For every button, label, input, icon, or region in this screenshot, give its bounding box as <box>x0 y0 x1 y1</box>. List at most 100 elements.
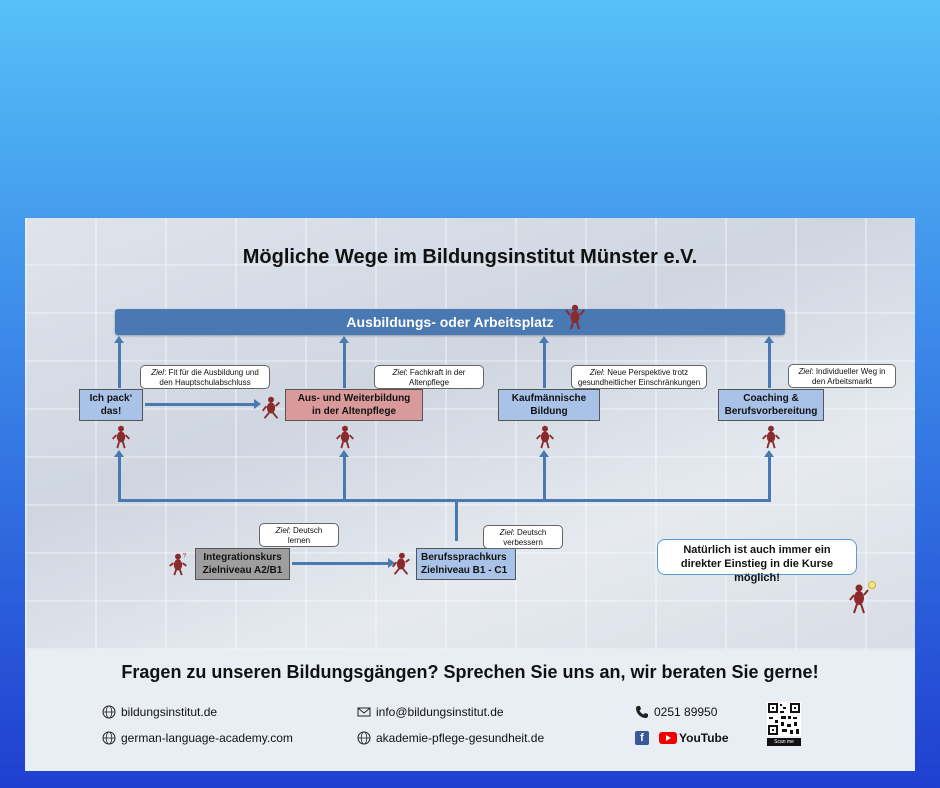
arrow-up-icon <box>539 336 549 343</box>
qr-code-icon[interactable] <box>767 702 801 736</box>
goal-bar-label: Ausbildungs- oder Arbeitsplatz <box>346 314 554 330</box>
globe-icon <box>102 731 116 745</box>
callout-text: : Deutsch <box>512 528 547 537</box>
box-label: Aus- und Weiterbildung <box>297 393 411 404</box>
goal-bar: Ausbildungs- oder Arbeitsplatz <box>115 309 785 335</box>
callout-text: : Fit für die Ausbildung und <box>164 368 259 377</box>
ziel-label: Ziel <box>798 367 812 376</box>
box-label: Zielniveau A2/B1 <box>202 565 283 576</box>
box-altenpflege: Aus- und Weiterbildung in der Altenpfleg… <box>285 389 423 421</box>
contact-web3[interactable]: akademie-pflege-gesundheit.de <box>357 731 544 745</box>
contact-text: bildungsinstitut.de <box>121 705 218 719</box>
figure-icon <box>336 425 354 449</box>
scan-me-label: Scan me <box>767 738 801 746</box>
facebook-icon[interactable]: f <box>635 731 649 745</box>
connector-line <box>292 562 390 565</box>
connector-line <box>343 342 346 388</box>
connector-line <box>768 342 771 388</box>
arrow-up-icon <box>539 450 549 457</box>
box-berufssprachkurs: Berufssprachkurs Zielniveau B1 - C1 <box>416 548 516 580</box>
footer-heading: Fragen zu unseren Bildungsgängen? Sprech… <box>121 662 819 682</box>
figure-icon <box>762 425 780 449</box>
connector-line <box>768 456 771 501</box>
ziel-label: Ziel <box>589 368 603 377</box>
callout-text: verbessern <box>503 538 543 547</box>
contact-phone[interactable]: 0251 89950 <box>635 705 717 719</box>
connector-line <box>543 456 546 501</box>
diagram-title: Mögliche Wege im Bildungsinstitut Münste… <box>242 246 698 268</box>
contact-text: german-language-academy.com <box>121 731 293 745</box>
box-label: Berufssprachkurs <box>421 552 507 563</box>
box-label: Integrationskurs <box>203 552 282 563</box>
box-label: Berufsvorbereitung <box>724 406 818 417</box>
arrow-up-icon <box>114 450 124 457</box>
arrow-right-icon <box>254 399 261 409</box>
globe-icon <box>102 705 116 719</box>
box-label: in der Altenpflege <box>311 406 397 417</box>
box-label: Kaufmännische <box>511 393 587 404</box>
globe-icon <box>357 731 371 745</box>
contact-email[interactable]: info@bildungsinstitut.de <box>357 705 504 719</box>
ziel-label: Ziel <box>275 526 289 535</box>
mail-icon <box>357 707 371 717</box>
callout-text: : Deutsch <box>288 526 323 535</box>
figure-icon <box>391 552 410 575</box>
connector-line <box>118 499 771 502</box>
connector-line <box>145 403 256 406</box>
direct-entry-callout: Natürlich ist auch immer ein direkter Ei… <box>657 539 857 584</box>
ziel-label: Ziel <box>392 368 406 377</box>
ziel-label: Ziel <box>151 368 165 377</box>
callout-text: : Neue Perspektive trotz <box>602 368 689 377</box>
contact-web1[interactable]: bildungsinstitut.de <box>102 705 217 719</box>
figure-icon <box>565 304 585 330</box>
connector-line <box>455 499 458 541</box>
box-label: Zielniveau B1 - C1 <box>421 565 508 576</box>
connector-line <box>343 456 346 501</box>
arrow-up-icon <box>764 450 774 457</box>
callout-text: Altenpflege <box>408 378 450 387</box>
youtube-label: YouTube <box>679 731 729 745</box>
figure-icon <box>536 425 554 449</box>
phone-icon <box>636 706 648 718</box>
box-ich-pack: Ich pack‘ das! <box>79 389 143 421</box>
arrow-up-icon <box>764 336 774 343</box>
connector-line <box>118 342 121 388</box>
contact-web2[interactable]: german-language-academy.com <box>102 731 293 745</box>
box-label: Ich pack‘ das! <box>89 393 133 417</box>
contact-text: info@bildungsinstitut.de <box>376 705 504 719</box>
callout-text: gesundheitlicher Einschränkungen <box>577 378 701 387</box>
box-kaufmaennisch: Kaufmännische Bildung <box>498 389 600 421</box>
contact-text: akademie-pflege-gesundheit.de <box>376 731 545 745</box>
info-panel: Mögliche Wege im Bildungsinstitut Münste… <box>25 218 915 771</box>
box-integrationskurs: Integrationskurs Zielniveau A2/B1 <box>195 548 290 580</box>
svg-text:?: ? <box>183 553 187 560</box>
callout-text: : Individueller Weg in <box>811 367 886 376</box>
social-links: f YouTube <box>635 731 729 745</box>
contact-text: 0251 89950 <box>654 705 718 719</box>
arrow-up-icon <box>114 336 124 343</box>
connector-line <box>118 456 121 501</box>
box-label: Coaching & <box>743 393 799 404</box>
box-label: Bildung <box>530 406 568 417</box>
ziel-label: Ziel <box>499 528 513 537</box>
box-coaching: Coaching & Berufsvorbereitung <box>718 389 824 421</box>
arrow-up-icon <box>339 450 349 457</box>
connector-line <box>543 342 546 388</box>
callout-text: : Fachkraft in der <box>405 368 466 377</box>
diagram-area: Mögliche Wege im Bildungsinstitut Münste… <box>25 218 915 650</box>
arrow-up-icon <box>339 336 349 343</box>
callout-text: lernen <box>287 536 311 545</box>
callout-text: den Hauptschulabschluss <box>159 378 251 387</box>
figure-question-icon: ? <box>169 553 187 576</box>
contact-footer: Fragen zu unseren Bildungsgängen? Sprech… <box>25 650 915 771</box>
figure-icon <box>261 396 280 419</box>
callout-text: den Arbeitsmarkt <box>811 377 873 386</box>
youtube-link[interactable]: YouTube <box>659 731 729 745</box>
youtube-icon <box>659 732 677 744</box>
